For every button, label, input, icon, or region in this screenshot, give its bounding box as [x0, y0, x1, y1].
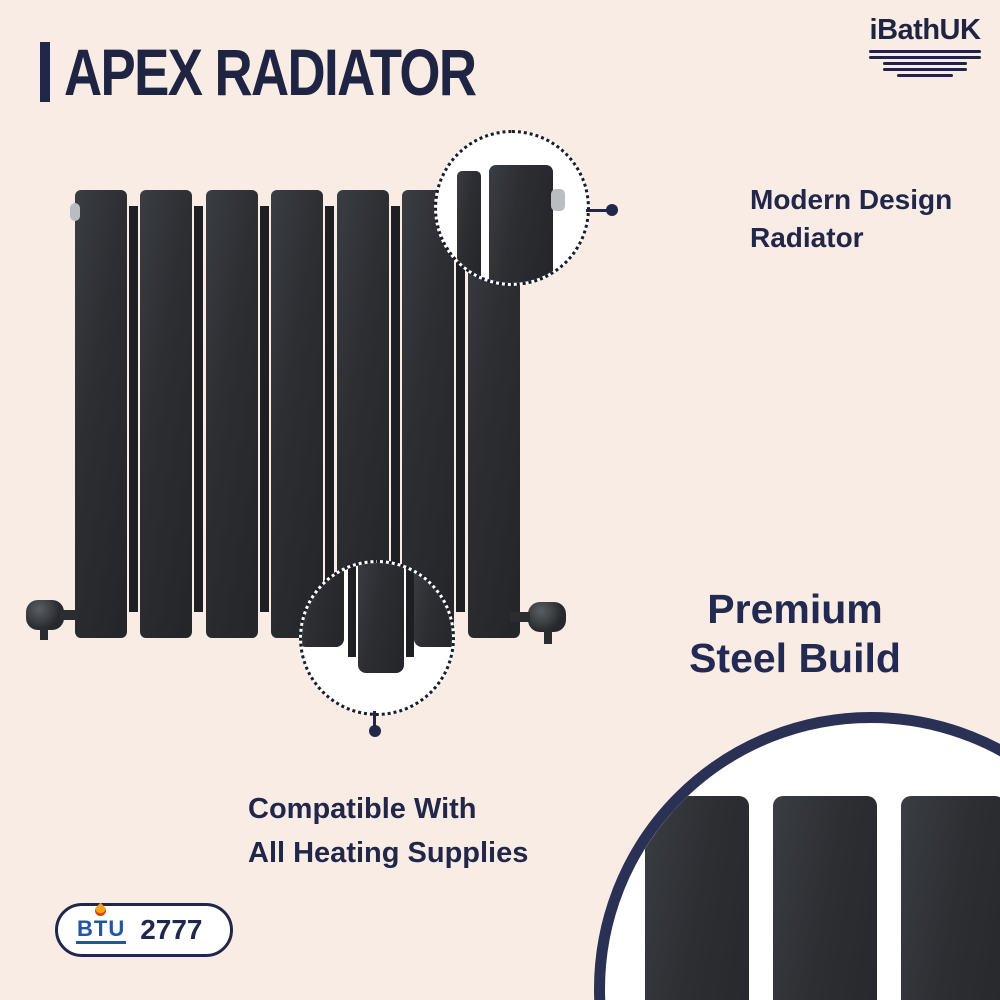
- zoom-callout-circle-top: [434, 130, 590, 286]
- connector-line-bottom: [373, 711, 376, 729]
- title-accent-bar: [40, 42, 50, 102]
- brand-lines-icon: [866, 50, 984, 77]
- radiator-fin: [391, 206, 400, 612]
- page-title: APEX RADIATOR: [40, 34, 578, 110]
- zoomed-radiator-panel: [414, 563, 452, 647]
- btu-logo: BTU: [76, 902, 127, 944]
- zoomed-radiator-panel: [302, 563, 344, 647]
- brand-logo: iBathUK: [866, 14, 984, 77]
- radiator-end-cap: [70, 203, 80, 221]
- valve-pipe: [544, 630, 552, 644]
- radiator-panel: [206, 190, 258, 638]
- page-title-text: APEX RADIATOR: [64, 35, 477, 109]
- premium-steel-label-line1: Premium: [707, 586, 883, 632]
- compatible-label: Compatible With All Heating Supplies: [248, 788, 528, 875]
- premium-steel-label-line2: Steel Build: [689, 635, 901, 682]
- connector-line-top: [586, 209, 610, 212]
- brand-line: [883, 62, 967, 65]
- detail-end-cap: [637, 815, 651, 841]
- radiator-fin: [260, 206, 269, 612]
- valve-knob: [528, 602, 566, 632]
- brand-line: [883, 68, 967, 71]
- zoomed-radiator-fin: [348, 563, 356, 657]
- radiator-fin: [456, 206, 465, 612]
- radiator-panel: [140, 190, 192, 638]
- connector-dot-top: [606, 204, 618, 216]
- compatible-label-line2: All Heating Supplies: [248, 836, 529, 869]
- btu-logo-text: BTU: [77, 916, 126, 941]
- btu-rating-badge: BTU 2777: [55, 902, 233, 957]
- modern-design-label-line2: Radiator: [750, 221, 864, 253]
- radiator-panel: [75, 190, 127, 638]
- zoomed-radiator-fin: [457, 171, 481, 283]
- brand-line: [869, 50, 981, 53]
- zoomed-radiator-fin: [406, 563, 414, 657]
- valve-pipe: [40, 628, 48, 640]
- brand-line: [897, 74, 953, 77]
- zoom-callout-circle-bottom: [299, 560, 455, 716]
- compatible-label-line1: Compatible With: [248, 793, 477, 825]
- radiator-fin: [194, 206, 203, 612]
- valve-pipe: [60, 610, 78, 620]
- detail-radiator-panel: [645, 796, 749, 1000]
- valve-pipe: [510, 612, 530, 622]
- zoomed-end-cap: [551, 189, 565, 211]
- zoomed-radiator-panel: [489, 165, 553, 283]
- btu-value: 2777: [140, 914, 203, 945]
- detail-radiator-panel: [773, 796, 877, 1000]
- modern-design-label-line1: Modern Design: [750, 184, 953, 215]
- radiator-fin: [129, 206, 138, 612]
- valve-knob: [26, 600, 64, 630]
- connector-dot-bottom: [369, 725, 381, 737]
- detail-radiator-panel: [901, 796, 1000, 1000]
- modern-design-label: Modern Design Radiator: [750, 181, 952, 257]
- detail-circle: [594, 712, 1000, 1000]
- zoomed-radiator-panel: [358, 563, 404, 673]
- radiator-fin: [325, 206, 334, 612]
- brand-line: [869, 56, 981, 59]
- brand-logo-text: iBathUK: [869, 14, 981, 46]
- premium-steel-label: Premium Steel Build: [630, 585, 960, 683]
